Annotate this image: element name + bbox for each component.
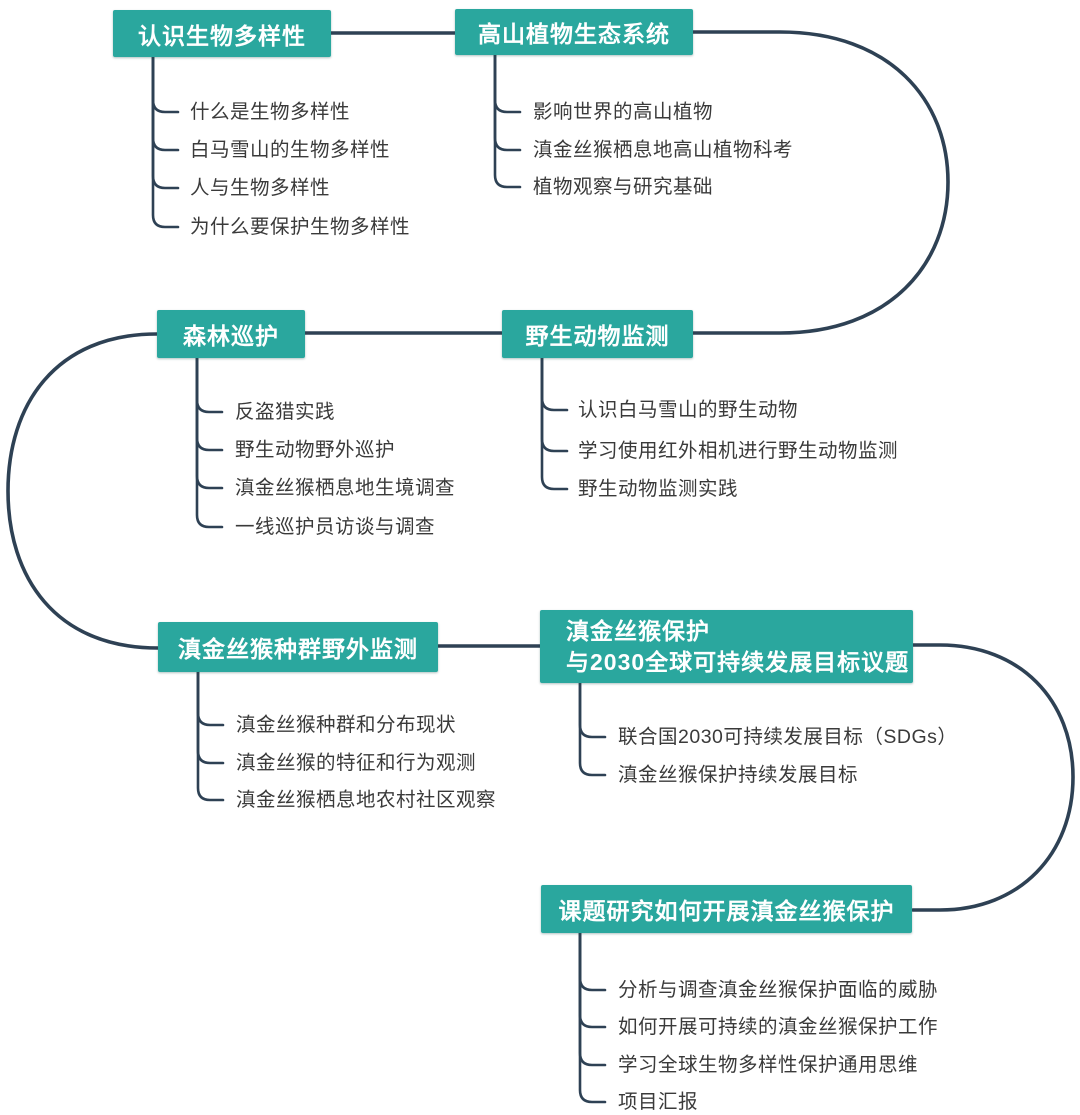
node-biodiversity-intro: 认识生物多样性 [113,10,331,57]
node-monkey-conservation-sdg: 滇金丝猴保护 与2030全球可持续发展目标议题 [540,610,913,683]
connector-node2-node4 [691,30,950,335]
node-item: 反盗猎实践 [235,401,336,423]
node-title-line2: 与2030全球可持续发展目标议题 [566,648,910,675]
node-item: 滇金丝猴的特征和行为观测 [236,752,477,774]
main-flow-connectors [6,30,1075,912]
node-item: 一线巡护员访谈与调查 [235,516,436,538]
branch-node2-item3 [493,53,522,189]
node-item: 滇金丝猴栖息地生境调查 [235,477,456,499]
node-item: 滇金丝猴栖息地农村社区观察 [236,789,497,811]
branch-node1-item2 [151,55,180,152]
node-item: 学习使用红外相机进行野生动物监测 [578,440,899,462]
node-title: 滇金丝猴种群野外监测 [178,636,418,662]
node-item: 如何开展可持续的滇金丝猴保护工作 [618,1016,939,1038]
node-item: 滇金丝猴种群和分布现状 [236,714,457,736]
branch-node7-item4 [578,931,607,1104]
node-monkey-population-monitoring: 滇金丝猴种群野外监测 [158,622,438,672]
node-item: 联合国2030可持续发展目标（SDGs） [618,726,958,748]
branch-node4-item3 [540,356,569,491]
connector-node6-node7 [911,643,1075,912]
branch-node2-item1 [493,53,522,114]
node-forest-patrol: 森林巡护 [157,310,305,358]
node-wildlife-monitoring: 野生动物监测 [502,310,693,358]
node-item: 什么是生物多样性 [190,101,351,123]
branch-node6-item1 [578,681,607,739]
branch-node3-item4 [195,356,224,529]
branch-node7-item2 [578,931,607,1029]
node-item: 植物观察与研究基础 [533,176,714,198]
branch-node7-item1 [578,931,607,992]
node-item: 为什么要保护生物多样性 [190,216,411,238]
node-title: 高山植物生态系统 [478,21,670,47]
node-item: 学习全球生物多样性保护通用思维 [618,1054,919,1076]
node-title: 森林巡护 [183,323,279,349]
branch-node7-item3 [578,931,607,1067]
node-alpine-plant-ecosystem: 高山植物生态系统 [455,9,693,55]
branch-node3-item3 [195,356,224,490]
node-title: 认识生物多样性 [138,22,306,49]
connector-node3-node5 [6,332,160,650]
node-item: 野生动物监测实践 [578,478,739,500]
branch-node1-item4 [151,55,180,229]
branch-node1-item1 [151,55,180,114]
node-item: 滇金丝猴栖息地高山植物科考 [533,139,794,161]
node-item: 白马雪山的生物多样性 [190,139,391,161]
branch-node2-item2 [493,53,522,152]
branch-node6-item2 [578,681,607,777]
branch-node3-item2 [195,356,224,452]
node-item: 认识白马雪山的野生动物 [578,399,799,421]
node-item: 影响世界的高山植物 [533,101,714,123]
branch-node4-item1 [540,356,569,412]
node-item: 项目汇报 [618,1091,699,1113]
branch-node5-item1 [196,670,225,727]
node-title: 课题研究如何开展滇金丝猴保护 [558,898,895,924]
node-item: 人与生物多样性 [190,177,331,199]
node-item: 野生动物野外巡护 [235,439,396,461]
branch-node5-item3 [196,670,225,802]
branch-lines [151,53,607,1104]
branch-node3-item1 [195,356,224,414]
node-research-project: 课题研究如何开展滇金丝猴保护 [541,885,912,933]
branch-node1-item3 [151,55,180,190]
branch-node5-item2 [196,670,225,765]
node-title: 野生动物监测 [525,323,670,349]
node-item: 滇金丝猴保护持续发展目标 [618,764,859,786]
branch-node4-item2 [540,356,569,453]
node-title-line1: 滇金丝猴保护 [566,617,710,644]
node-item: 分析与调查滇金丝猴保护面临的威胁 [618,979,939,1001]
